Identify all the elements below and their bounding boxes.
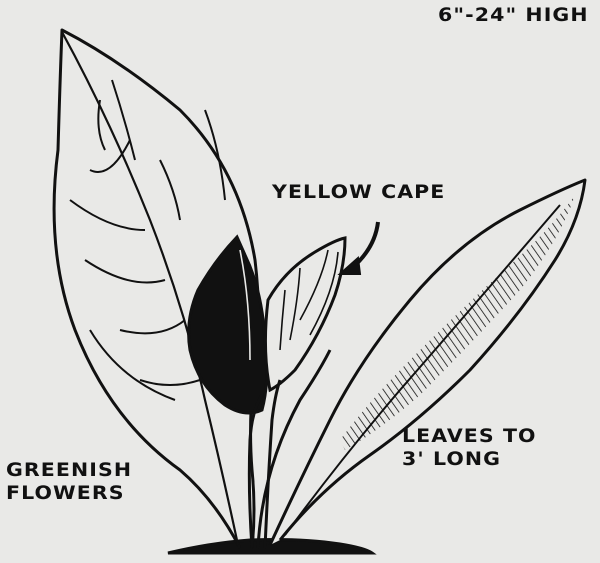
middle-leaf <box>265 238 345 390</box>
yellow-cape-label: YELLOW CAPE <box>272 181 445 204</box>
leaves-length-label: LEAVES TO 3' LONG <box>402 425 537 471</box>
height-label: 6"-24" HIGH <box>438 4 589 27</box>
greenish-flowers-label: GREENISH FLOWERS <box>6 459 132 505</box>
